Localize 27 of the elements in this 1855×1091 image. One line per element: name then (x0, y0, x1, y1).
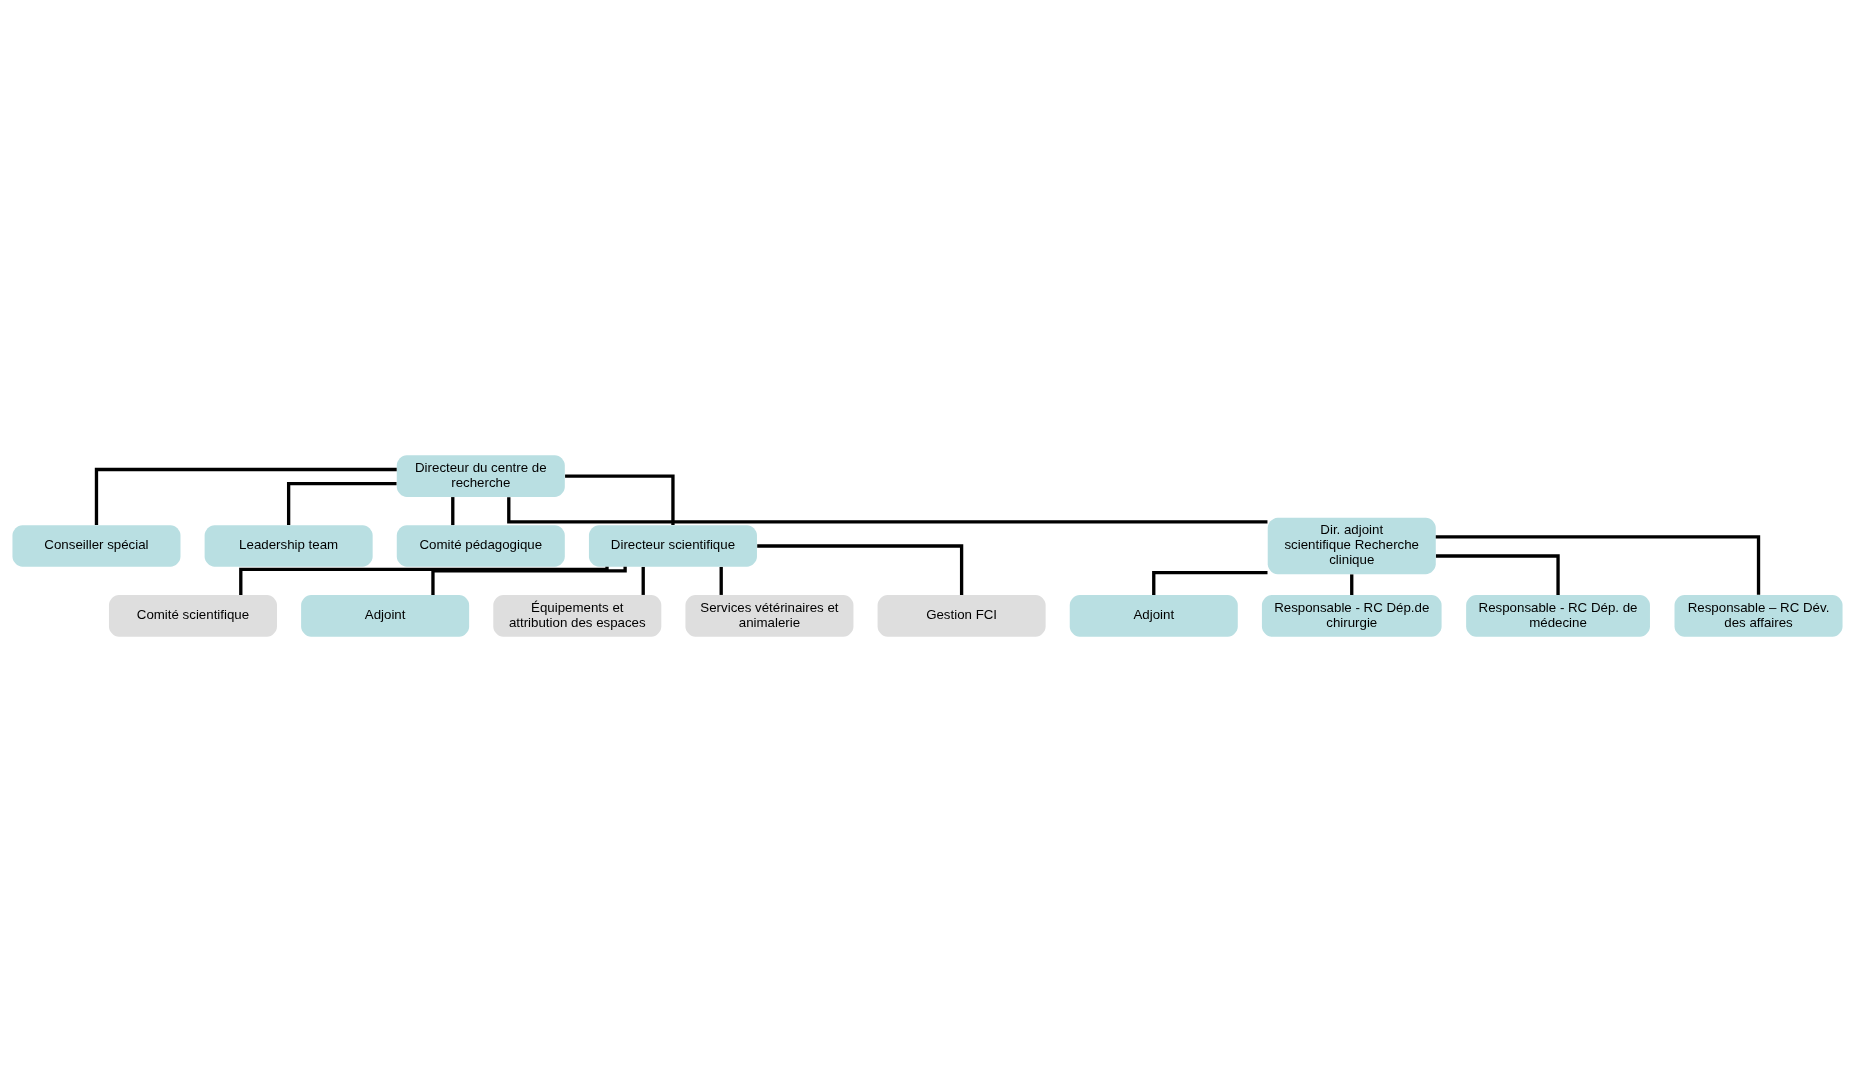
connector (1152, 570, 1268, 595)
node-box: Conseiller spécial (12, 524, 181, 567)
connector (565, 473, 675, 525)
connector (94, 467, 397, 525)
node-box: Directeur du centre de recherche (396, 454, 565, 497)
connector (641, 566, 645, 595)
connector (286, 481, 397, 525)
node-box: Adjoint (1069, 594, 1238, 637)
node-box: Responsable – RC Dév. des affaires (1674, 594, 1843, 637)
node-box: Comité pédagogique (396, 524, 565, 567)
node-box: Responsable - RC Dép. de médecine (1466, 594, 1650, 637)
connector (719, 566, 723, 595)
node-box: Leadership team (204, 524, 373, 567)
node-box: Directeur scientifique (588, 524, 757, 567)
connector (757, 543, 964, 595)
connector (1350, 573, 1354, 595)
connector (431, 566, 627, 595)
node-box: Gestion FCI (877, 594, 1046, 637)
node-box: Comité scientifique (108, 594, 277, 637)
node-box: Dir. adjoint scientifique Recherche clinique (1267, 517, 1436, 574)
node-box: Adjoint (301, 594, 470, 637)
node-box: Responsable - RC Dép.de chirurgie (1261, 594, 1442, 637)
connector (1435, 534, 1761, 595)
node-box: Services vétérinaires et animalerie (685, 594, 854, 637)
node-box: Équipements et attribution des espaces (493, 594, 662, 637)
connector (1435, 553, 1560, 595)
connector (451, 496, 455, 525)
